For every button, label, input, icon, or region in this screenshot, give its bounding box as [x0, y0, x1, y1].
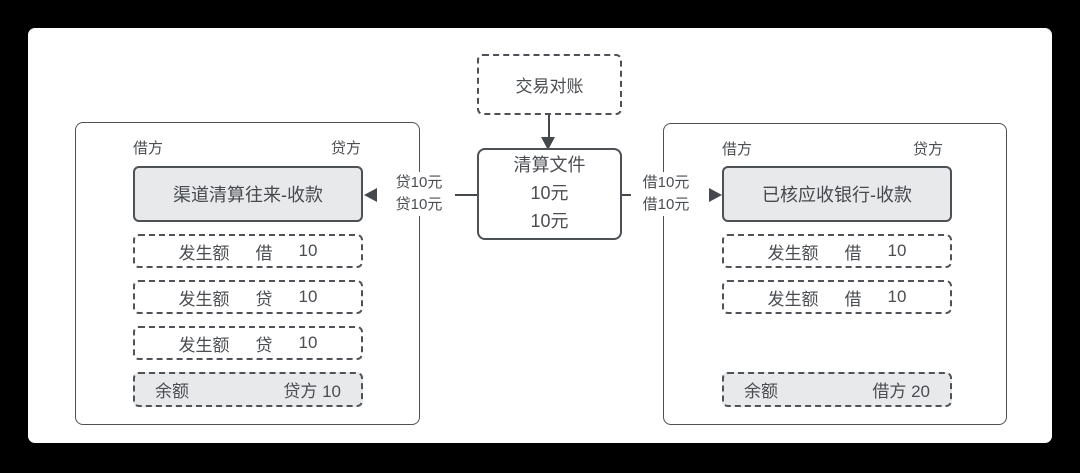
- arrow-right-icon: [709, 188, 722, 202]
- balance-label: 余额: [744, 382, 778, 401]
- right-entry-row-1: 发生额 借 10: [722, 234, 952, 268]
- entry-side: 借: [844, 243, 862, 263]
- left-entry-row-2: 发生额 贷 10: [133, 280, 363, 314]
- balance-value: 贷方 10: [283, 382, 341, 401]
- account-box-verified-receivable: 已核应收银行-收款: [722, 166, 952, 222]
- balance-value: 借方 20: [872, 382, 930, 401]
- arrow-down-icon: [541, 137, 555, 150]
- left-balance-row: 余额 贷方 10: [133, 372, 363, 407]
- entry-side: 贷: [255, 335, 273, 355]
- entry-amount: 10: [298, 241, 318, 260]
- arrow-right-label-line1: 借10元: [642, 174, 690, 191]
- entry-label: 发生额: [767, 289, 819, 309]
- clearing-file-title: 清算文件: [513, 155, 586, 176]
- right-debit-header: 借方: [722, 141, 753, 158]
- entry-amount: 10: [298, 287, 318, 306]
- entry-amount: 10: [887, 241, 907, 260]
- arrow-left-label: 贷10元 贷10元: [383, 172, 455, 216]
- right-credit-header: 贷方: [913, 141, 944, 158]
- account-box-channel-clearing: 渠道清算往来-收款: [133, 166, 363, 222]
- left-entry-row-1: 发生额 借 10: [133, 234, 363, 268]
- entry-side: 借: [255, 243, 273, 263]
- left-debit-header: 借方: [133, 140, 164, 157]
- node-clearing-file: 清算文件 10元 10元: [477, 148, 622, 240]
- account-box-channel-clearing-label: 渠道清算往来-收款: [173, 185, 323, 205]
- arrow-right-label-line2: 借10元: [642, 196, 690, 213]
- entry-label: 发生额: [178, 243, 230, 263]
- clearing-file-amount-2: 10元: [530, 210, 569, 231]
- balance-label: 余额: [155, 382, 189, 401]
- entry-label: 发生额: [178, 335, 230, 355]
- clearing-file-amount-1: 10元: [530, 183, 569, 204]
- entry-side: 贷: [255, 289, 273, 309]
- entry-side: 借: [844, 289, 862, 309]
- right-entry-row-2: 发生额 借 10: [722, 280, 952, 314]
- entry-label: 发生额: [767, 243, 819, 263]
- entry-amount: 10: [298, 333, 318, 352]
- node-transaction-reconciliation: 交易对账: [477, 54, 622, 115]
- arrow-right-label: 借10元 借10元: [631, 172, 701, 216]
- connector-top-to-center: [548, 115, 550, 139]
- entry-amount: 10: [887, 287, 907, 306]
- node-transaction-reconciliation-label: 交易对账: [515, 77, 584, 96]
- account-box-verified-receivable-label: 已核应收银行-收款: [762, 185, 912, 205]
- entry-label: 发生额: [178, 289, 230, 309]
- arrow-left-label-line1: 贷10元: [395, 174, 443, 191]
- arrow-left-icon: [364, 188, 377, 202]
- left-credit-header: 贷方: [331, 140, 362, 157]
- arrow-left-label-line2: 贷10元: [395, 196, 443, 213]
- left-entry-row-3: 发生额 贷 10: [133, 326, 363, 360]
- right-balance-row: 余额 借方 20: [722, 372, 952, 407]
